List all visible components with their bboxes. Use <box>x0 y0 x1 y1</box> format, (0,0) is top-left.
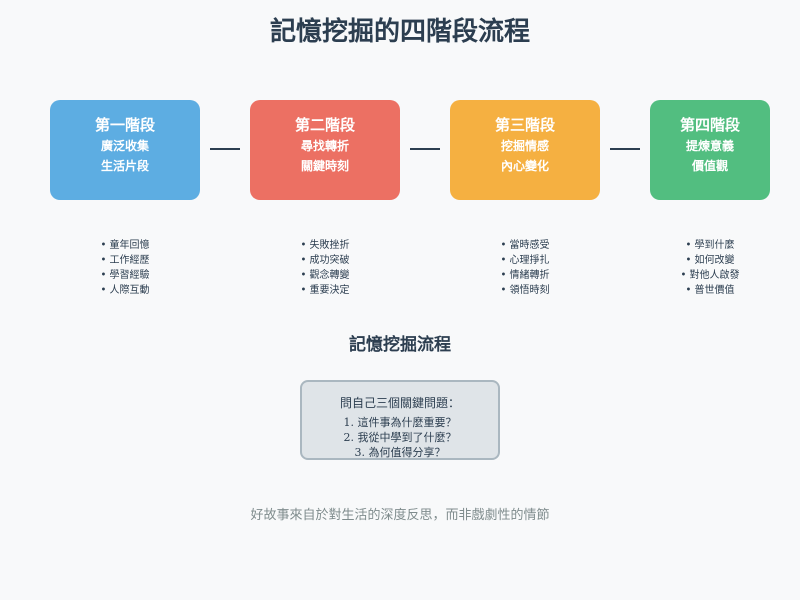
stage-line: 提煉意義 <box>685 139 734 153</box>
stage-line: 廣泛收集 <box>100 139 149 153</box>
stage-title: 第一階段 <box>94 116 155 134</box>
stage-title: 第四階段 <box>679 116 740 134</box>
question-item: 1. 這件事為什麼重要？ <box>343 416 457 429</box>
stage-line: 價值觀 <box>691 159 728 173</box>
stage-bullet-list-1: 童年回憶 工作經歷 學習經驗 人際互動 <box>50 238 200 298</box>
stage-title: 第三階段 <box>494 116 555 134</box>
question-item: 2. 我從中學到了什麼？ <box>343 431 457 444</box>
list-item: 當時感受 <box>450 238 600 253</box>
question-box: 問自己三個關鍵問題： 1. 這件事為什麼重要？ 2. 我從中學到了什麼？ 3. … <box>300 380 500 460</box>
connector-line <box>410 148 440 150</box>
connector-line <box>210 148 240 150</box>
list-item: 觀念轉變 <box>250 268 400 283</box>
list-item: 失敗挫折 <box>250 238 400 253</box>
stage-line: 尋找轉折 <box>300 139 349 153</box>
list-item: 童年回憶 <box>50 238 200 253</box>
stage-bullet-list-3: 當時感受 心理掙扎 情緒轉折 領悟時刻 <box>450 238 600 298</box>
list-item: 普世價值 <box>650 283 770 298</box>
list-item: 人際互動 <box>50 283 200 298</box>
page-title: 記憶挖掘的四階段流程 <box>269 17 530 47</box>
list-item: 領悟時刻 <box>450 283 600 298</box>
list-item: 學習經驗 <box>50 268 200 283</box>
question-heading: 問自己三個關鍵問題： <box>339 396 460 410</box>
list-item: 心理掙扎 <box>450 253 600 268</box>
list-item: 工作經歷 <box>50 253 200 268</box>
list-item: 如何改變 <box>650 253 770 268</box>
footer-note: 好故事來自於對生活的深度反思，而非戲劇性的情節 <box>250 508 550 523</box>
stage-line: 生活片段 <box>100 159 149 173</box>
stage-title: 第二階段 <box>294 116 355 134</box>
stage-card-1: 第一階段 廣泛收集 生活片段 <box>50 100 200 200</box>
stage-line: 挖掘情感 <box>500 139 549 153</box>
list-item: 情緒轉折 <box>450 268 600 283</box>
stage-card-3: 第三階段 挖掘情感 內心變化 <box>450 100 600 200</box>
connector-line <box>610 148 640 150</box>
stage-line: 關鍵時刻 <box>300 159 349 173</box>
stage-line: 內心變化 <box>500 159 549 173</box>
list-item: 成功突破 <box>250 253 400 268</box>
stage-card-4: 第四階段 提煉意義 價值觀 <box>650 100 770 200</box>
stage-bullet-list-2: 失敗挫折 成功突破 觀念轉變 重要決定 <box>250 238 400 298</box>
list-item: 對他人啟發 <box>650 268 770 283</box>
stage-bullet-list-4: 學到什麼 如何改變 對他人啟發 普世價值 <box>650 238 770 298</box>
question-item: 3. 為何值得分享？ <box>354 446 446 459</box>
stage-card-2: 第二階段 尋找轉折 關鍵時刻 <box>250 100 400 200</box>
list-item: 學到什麼 <box>650 238 770 253</box>
list-item: 重要決定 <box>250 283 400 298</box>
process-title: 記憶挖掘流程 <box>349 335 451 355</box>
